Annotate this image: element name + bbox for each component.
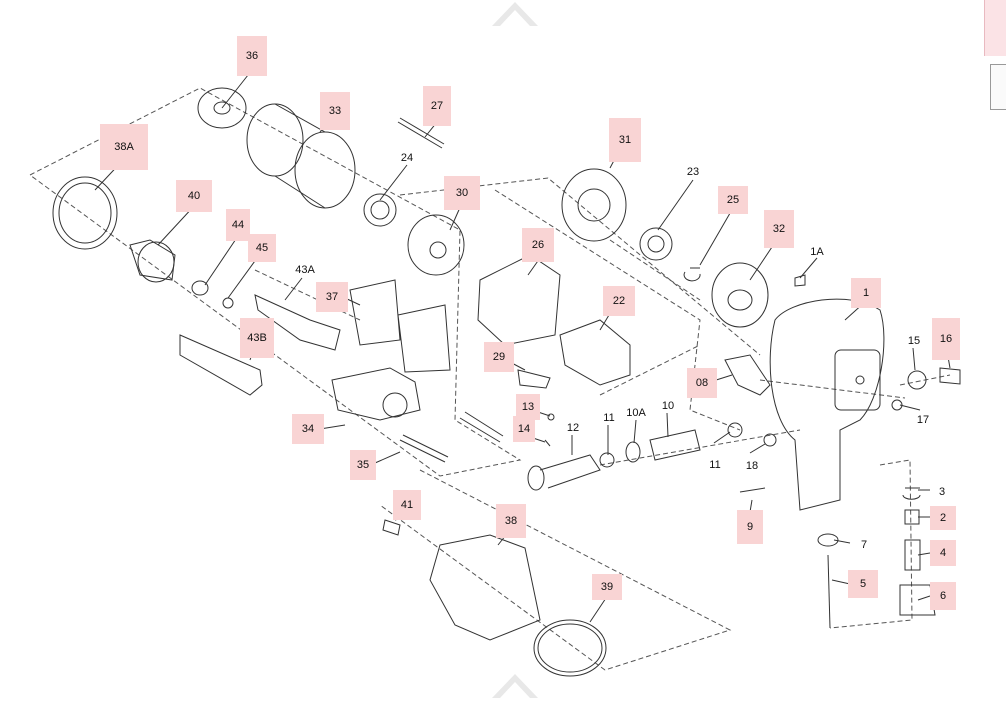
part-label-12[interactable]: 12 <box>566 422 580 434</box>
part-label-14[interactable]: 14 <box>513 416 535 442</box>
part-label-11[interactable]: 11 <box>709 459 721 471</box>
part-label-2[interactable]: 2 <box>930 506 956 530</box>
part-label-36[interactable]: 36 <box>237 36 267 76</box>
previous-page-icon[interactable] <box>490 0 540 26</box>
next-page-icon[interactable] <box>490 672 540 698</box>
part-label-9[interactable]: 9 <box>737 510 763 544</box>
part-label-22[interactable]: 22 <box>603 286 635 316</box>
page-thumbnails <box>984 0 1006 110</box>
part-label-7[interactable]: 7 <box>860 539 868 551</box>
part-label-39[interactable]: 39 <box>592 574 622 600</box>
part-label-17[interactable]: 17 <box>916 414 930 426</box>
part-label-13[interactable]: 13 <box>516 394 540 420</box>
part-label-41[interactable]: 41 <box>393 490 421 520</box>
part-label-25[interactable]: 25 <box>718 186 748 214</box>
part-label-38[interactable]: 38 <box>496 504 526 538</box>
part-label-33[interactable]: 33 <box>320 92 350 130</box>
thumbnail-page-1[interactable] <box>984 0 1006 56</box>
part-label-32[interactable]: 32 <box>764 210 794 248</box>
part-label-15[interactable]: 15 <box>907 335 921 347</box>
part-label-24[interactable]: 24 <box>400 152 414 164</box>
part-label-6[interactable]: 6 <box>930 582 956 610</box>
part-label-26[interactable]: 26 <box>522 228 554 262</box>
part-label-23[interactable]: 23 <box>686 166 700 178</box>
part-label-37[interactable]: 37 <box>316 282 348 312</box>
part-label-3[interactable]: 3 <box>938 486 946 498</box>
part-label-30[interactable]: 30 <box>444 176 480 210</box>
part-label-38a[interactable]: 38A <box>100 124 148 170</box>
part-label-10[interactable]: 10 <box>661 400 675 412</box>
part-label-43b[interactable]: 43B <box>240 318 274 358</box>
part-label-18[interactable]: 18 <box>745 460 759 472</box>
part-label-35[interactable]: 35 <box>350 450 376 480</box>
part-label-1[interactable]: 1 <box>851 278 881 308</box>
part-label-45[interactable]: 45 <box>248 234 276 262</box>
part-label-11[interactable]: 11 <box>603 412 615 424</box>
part-label-4[interactable]: 4 <box>930 540 956 566</box>
part-label-43a[interactable]: 43A <box>295 264 315 276</box>
part-label-10a[interactable]: 10A <box>626 407 646 419</box>
thumbnail-page-2[interactable] <box>990 64 1006 110</box>
part-label-1a[interactable]: 1A <box>810 246 824 258</box>
part-label-16[interactable]: 16 <box>932 318 960 360</box>
part-label-44[interactable]: 44 <box>226 209 250 241</box>
part-label-5[interactable]: 5 <box>848 570 878 598</box>
part-label-29[interactable]: 29 <box>484 342 514 372</box>
part-label-40[interactable]: 40 <box>176 180 212 212</box>
part-label-31[interactable]: 31 <box>609 118 641 162</box>
part-label-27[interactable]: 27 <box>423 86 451 126</box>
part-label-34[interactable]: 34 <box>292 414 324 444</box>
part-label-08[interactable]: 08 <box>687 368 717 398</box>
